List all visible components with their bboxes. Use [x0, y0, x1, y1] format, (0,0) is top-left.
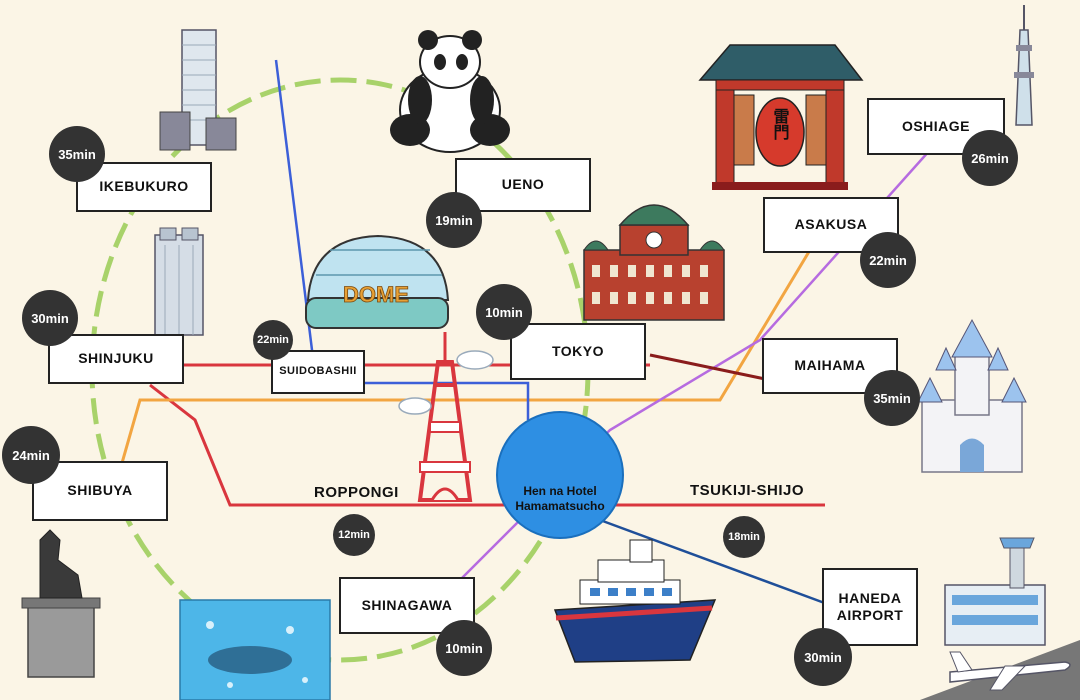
hotel-name-line2: Hamamatsucho	[515, 499, 605, 514]
station-roppongi[interactable]: ROPPONGI	[314, 484, 399, 501]
station-label: SHINJUKU	[78, 350, 154, 367]
hachiko-statue-icon	[21, 529, 101, 678]
kaminarimon-gate-icon	[698, 44, 864, 190]
tokyo-station-icon	[583, 204, 725, 321]
station-shibuya[interactable]: SHIBUYA	[32, 461, 168, 521]
time-badge-tokyo: 10min	[476, 284, 532, 340]
time-badge-ueno: 19min	[426, 192, 482, 248]
station-label: SUIDOBASHII	[279, 365, 357, 378]
time-badge-maihama: 35min	[864, 370, 920, 426]
station-label: SHINAGAWA	[361, 596, 453, 613]
aquarium-icon	[179, 599, 331, 700]
station-oshiage[interactable]: OSHIAGE	[867, 98, 1005, 155]
time-badge-oshiage: 26min	[962, 130, 1018, 186]
time-badge-tsukiji: 18min	[723, 516, 765, 558]
station-label: IKEBUKURO	[99, 178, 189, 195]
tokyo-dome-icon	[305, 234, 450, 329]
time-badge-asakusa: 22min	[860, 232, 916, 288]
haneda-line	[599, 518, 831, 607]
tokyo-tower-icon	[417, 332, 473, 502]
kaminarimon-text: 雷門	[771, 108, 790, 141]
panda-icon	[390, 30, 510, 153]
station-label: ASAKUSA	[794, 216, 868, 233]
time-badge-haneda: 30min	[794, 628, 852, 686]
station-shinjuku[interactable]: SHINJUKU	[48, 334, 184, 384]
time-badge-roppongi: 12min	[333, 514, 375, 556]
station-ueno[interactable]: UENO	[455, 158, 591, 212]
government-building-icon	[154, 227, 204, 336]
time-badge-suidobashi: 22min	[253, 320, 293, 360]
skyscraper-icon	[159, 29, 237, 151]
station-label: MAIHAMA	[794, 357, 866, 374]
time-badge-ikebukuro: 35min	[49, 126, 105, 182]
station-label: HANEDA AIRPORT	[836, 589, 904, 624]
skytree-icon	[1014, 5, 1034, 126]
station-tsukiji-shijo[interactable]: TSUKIJI-SHIJO	[690, 482, 805, 499]
time-badge-shinagawa: 10min	[436, 620, 492, 676]
station-label: TOKYO	[551, 342, 605, 359]
maihama-line	[649, 353, 771, 382]
station-label: UENO	[501, 176, 545, 193]
airplane-icon	[949, 651, 1071, 691]
station-label: OSHIAGE	[901, 117, 971, 134]
hotel-name-line1: Hen na Hotel	[523, 483, 597, 498]
station-suidobashi[interactable]: SUIDOBASHII	[271, 350, 365, 394]
orange-line	[118, 249, 812, 471]
dome-text: DOME	[343, 282, 409, 307]
cruise-ship-icon	[553, 539, 717, 663]
hotel-marker[interactable]: Hen na Hotel Hamamatsucho	[496, 411, 624, 539]
station-ikebukuro[interactable]: IKEBUKURO	[76, 162, 212, 212]
castle-icon	[917, 318, 1027, 473]
station-tokyo[interactable]: TOKYO	[510, 323, 646, 380]
station-label: SHIBUYA	[67, 482, 133, 499]
time-badge-shinjuku: 30min	[22, 290, 78, 346]
cloud-icon	[398, 350, 494, 415]
time-badge-shibuya: 24min	[2, 426, 60, 484]
